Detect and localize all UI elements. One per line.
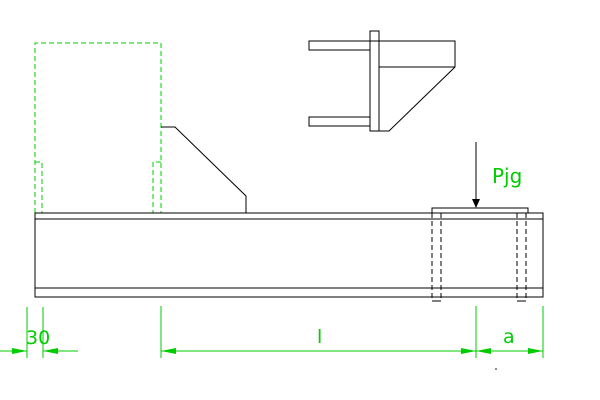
dimension-overhang (476, 306, 544, 358)
offset-label: 30 (26, 327, 50, 349)
dimension-offset (0, 307, 78, 358)
bolt-right (516, 213, 527, 302)
dashed-upright-outline (34, 42, 162, 213)
span-label: l (317, 326, 322, 348)
drafting-dot (495, 368, 497, 370)
load-label: Pjg (492, 164, 522, 188)
load-arrow (472, 142, 480, 208)
gusset-plate (161, 126, 247, 213)
bolt-left (431, 213, 442, 302)
main-beam (34, 212, 544, 298)
overhang-label: a (503, 326, 515, 348)
bracket-detail-view (308, 30, 456, 132)
dimension-span (160, 306, 477, 358)
load-pad-plate (431, 207, 529, 213)
